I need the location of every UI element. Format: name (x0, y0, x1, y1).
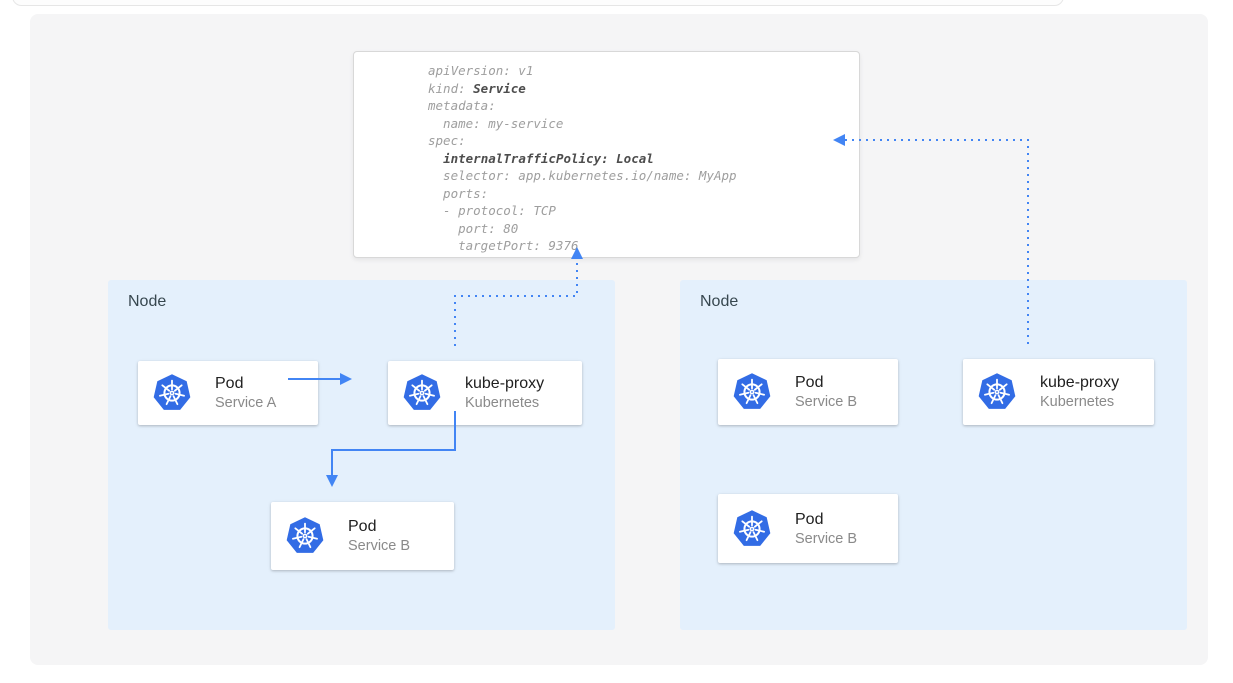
node-box-right: Node Pod Service B kube-proxy Kubernetes (680, 280, 1187, 630)
card-pod-service-b-right-bottom: Pod Service B (718, 494, 898, 563)
card-title: Pod (795, 510, 824, 528)
kubernetes-icon (401, 373, 443, 413)
card-title: kube-proxy (1040, 374, 1120, 391)
kubernetes-icon (976, 372, 1018, 412)
kubernetes-icon (731, 509, 773, 549)
card-kube-proxy-left: kube-proxy Kubernetes (388, 361, 582, 425)
card-title: Pod (348, 518, 377, 535)
card-subtitle: Kubernetes (465, 395, 540, 411)
kubernetes-icon (151, 373, 193, 413)
card-pod-service-b-right-top: Pod Service B (718, 359, 898, 425)
card-pod-service-b-left: Pod Service B (271, 502, 454, 570)
node-label: Node (128, 293, 167, 310)
card-kube-proxy-right: kube-proxy Kubernetes (963, 359, 1154, 425)
card-subtitle: Service B (795, 394, 858, 410)
card-title: kube-proxy (465, 375, 545, 392)
card-title: Pod (215, 375, 244, 392)
card-subtitle: Service B (348, 538, 411, 554)
kubernetes-icon (284, 516, 326, 556)
top-card-edge (12, 0, 1064, 6)
card-title: Pod (795, 374, 824, 391)
kubernetes-icon (731, 372, 773, 412)
card-subtitle: Service A (215, 395, 277, 411)
node-box-left: Node Pod Service A kube-proxy Kubernetes (108, 280, 615, 630)
card-subtitle: Service B (795, 530, 858, 547)
card-pod-service-a: Pod Service A (138, 361, 318, 425)
node-label: Node (700, 293, 739, 310)
card-subtitle: Kubernetes (1040, 394, 1115, 410)
